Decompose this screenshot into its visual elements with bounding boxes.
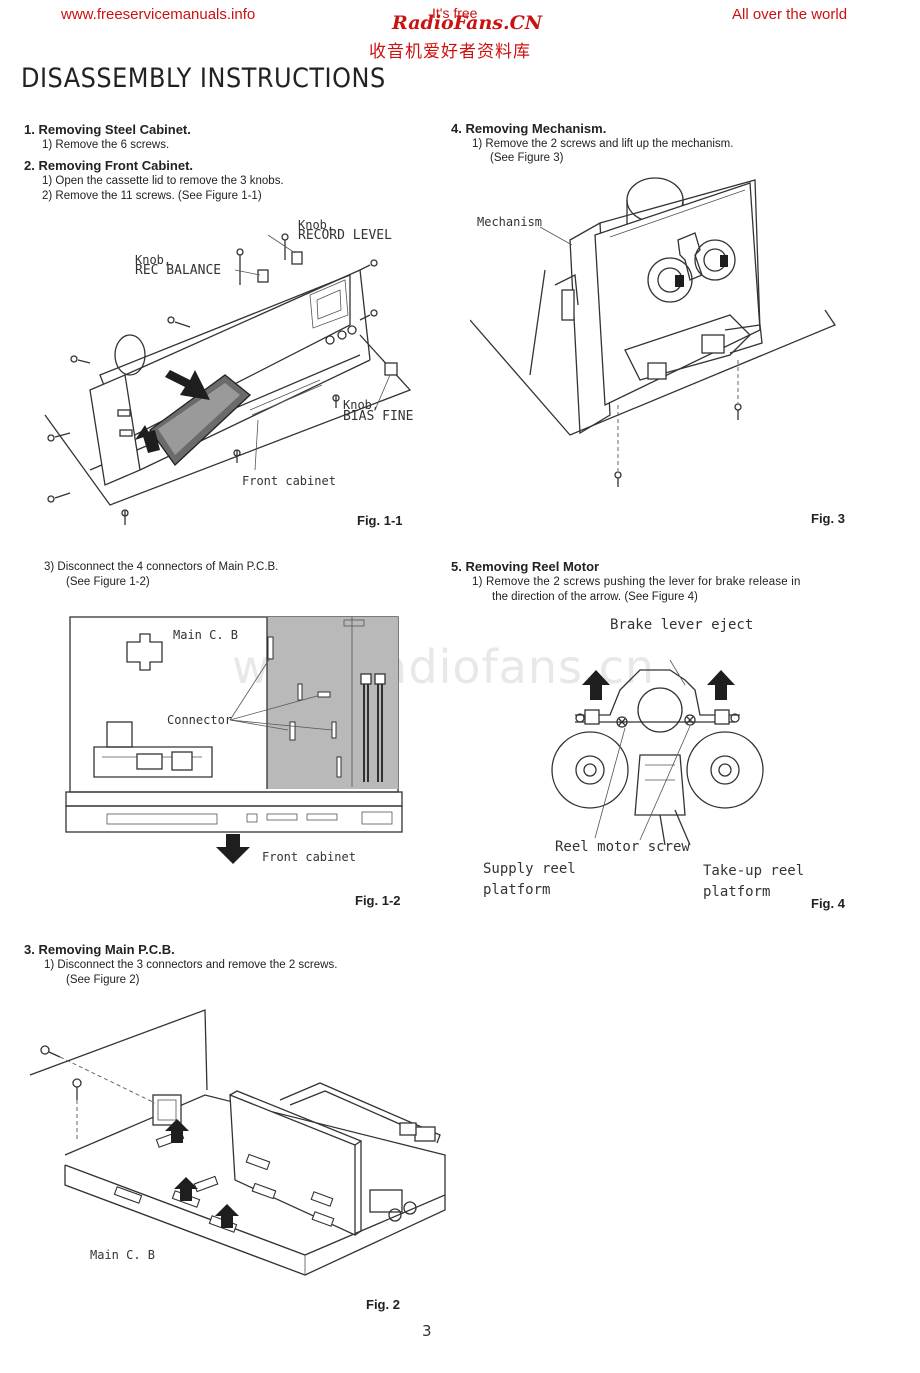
fig4-label-brake-lever: Brake lever eject xyxy=(610,617,754,633)
fig4-label-supply-1: Supply reel xyxy=(483,861,576,877)
section-3-heading: 3. Removing Main P.C.B. xyxy=(24,942,175,957)
section-5-step-1-cont: the direction of the arrow. (See Figure … xyxy=(492,591,698,603)
fig11-label-knob-rec-bal-2: REC BALANCE xyxy=(135,263,222,278)
fig2-label-main-cb: Main C. B xyxy=(90,1248,156,1262)
section-5-heading: 5. Removing Reel Motor xyxy=(451,559,600,574)
fig4-label-supply-2: platform xyxy=(483,882,551,898)
fig12-label-front-cabinet: Front cabinet xyxy=(262,850,356,864)
fig12-label-main-cb: Main C. B xyxy=(173,628,239,642)
section-2-step-2: 2) Remove the 11 screws. (See Figure 1-1… xyxy=(42,190,262,202)
fig3-caption: Fig. 3 xyxy=(811,511,845,526)
fig11-label-knob-rec-bal-1: Knob, xyxy=(135,253,172,267)
fig4-caption: Fig. 4 xyxy=(811,896,845,911)
fig11-label-knob-rec-level-2: RECORD LEVEL xyxy=(298,228,392,243)
fig11-label-knob-bias-2: BIAS FINE xyxy=(343,409,414,424)
fig12-label-connector: Connector xyxy=(167,713,233,727)
fig4-label-takeup-2: platform xyxy=(703,884,771,900)
fig2-caption: Fig. 2 xyxy=(366,1297,400,1312)
fig12-caption: Fig. 1-2 xyxy=(355,893,401,908)
fig3-label-mechanism: Mechanism xyxy=(477,215,543,229)
section-4-heading: 4. Removing Mechanism. xyxy=(451,121,607,136)
section-1-step-1: 1) Remove the 6 screws. xyxy=(42,139,170,151)
section-4-step-1: 1) Remove the 2 screws and lift up the m… xyxy=(472,138,734,150)
header-brand: RadioFans.CN xyxy=(392,12,543,34)
section-5-step-1: 1) Remove the 2 screws pushing the lever… xyxy=(472,576,801,588)
figure-1-1-drawing xyxy=(44,233,412,525)
figure-3-drawing xyxy=(470,177,836,487)
header-right-text: All over the world xyxy=(732,6,848,23)
header-cn-subtitle: 收音机爱好者资料库 xyxy=(369,42,531,62)
figure-1-2-drawing xyxy=(65,616,403,864)
fig11-label-front-cabinet: Front cabinet xyxy=(242,474,336,488)
fig4-label-reel-motor-screw: Reel motor screw xyxy=(555,839,690,855)
page-title: DISASSEMBLY INSTRUCTIONS xyxy=(21,63,386,94)
section-4-step-1-ref: (See Figure 3) xyxy=(490,152,564,164)
page-number: 3 xyxy=(422,1322,432,1340)
section-2-step-1: 1) Open the cassette lid to remove the 3… xyxy=(42,175,284,187)
fig11-caption: Fig. 1-1 xyxy=(357,513,403,528)
section-1-heading: 1. Removing Steel Cabinet. xyxy=(24,122,191,137)
figure-2-drawing xyxy=(29,1009,446,1276)
section-2-heading: 2. Removing Front Cabinet. xyxy=(24,158,194,173)
section-3-step-1-ref: (See Figure 2) xyxy=(66,974,140,986)
header-left-url: www.freeservicemanuals.info xyxy=(61,6,256,23)
fig11-label-knob-bias-1: Knob, xyxy=(343,398,380,412)
fig4-label-takeup-1: Take-up reel xyxy=(703,863,805,879)
header-center-top: It's free xyxy=(432,5,478,21)
section-2-step-3: 3) Disconnect the 4 connectors of Main P… xyxy=(44,561,279,573)
section-3-step-1: 1) Disconnect the 3 connectors and remov… xyxy=(44,959,338,971)
figure-4-drawing xyxy=(551,659,764,845)
fig11-label-knob-rec-level-1: Knob, xyxy=(298,218,335,232)
section-2-step-3-ref: (See Figure 1-2) xyxy=(66,576,150,588)
